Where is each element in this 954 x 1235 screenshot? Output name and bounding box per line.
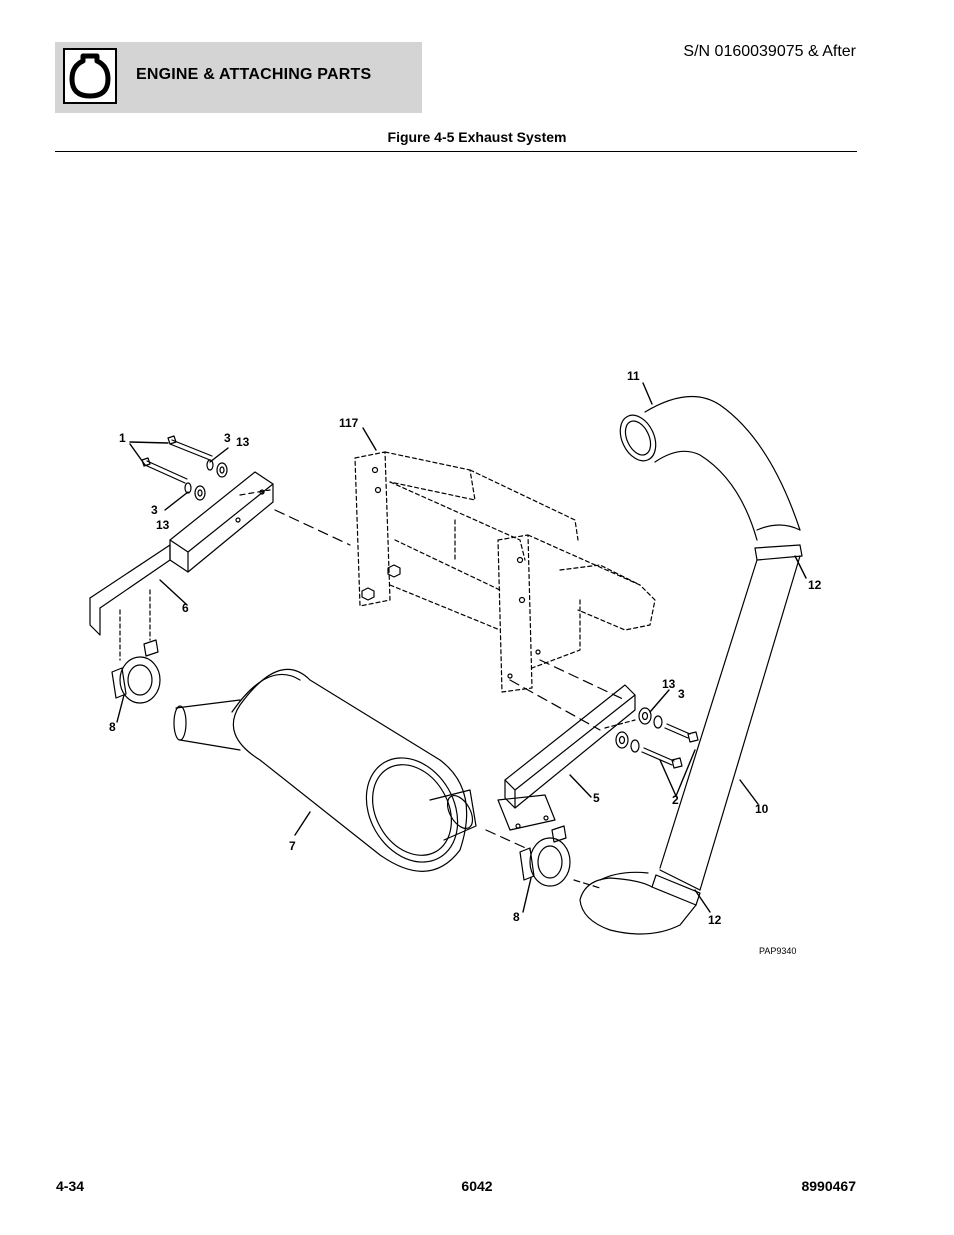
callout-13: 13 (156, 518, 170, 532)
callout-3: 3 (151, 503, 158, 517)
manual-part-number: 8990467 (801, 1178, 856, 1194)
callout-10: 10 (755, 802, 769, 816)
callout-12: 12 (708, 913, 722, 927)
right-fasteners (615, 707, 699, 769)
engine-icon (63, 48, 117, 104)
left-clamp-8 (111, 639, 161, 704)
section-header: ENGINE & ATTACHING PARTS (55, 42, 422, 113)
callout-5: 5 (593, 791, 600, 805)
callout-8: 8 (513, 910, 520, 924)
callout-6: 6 (182, 601, 189, 615)
page-number: 4-34 (56, 1178, 85, 1194)
right-hanger-5 (497, 649, 636, 831)
exhaust-pipe-10 (579, 395, 803, 935)
callout-117: 117 (339, 416, 359, 430)
header-rule (55, 151, 857, 152)
callout-labels: 1 3 13 3 13 117 11 12 6 8 13 3 2 5 10 7 … (109, 369, 822, 956)
figure-title: Figure 4-5 Exhaust System (387, 129, 567, 145)
section-title: ENGINE & ATTACHING PARTS (136, 66, 372, 83)
drawing-code: PAP9340 (759, 946, 796, 956)
serial-number: S/N 0160039075 & After (683, 43, 856, 60)
bracket-bolts (361, 466, 526, 604)
callout-8: 8 (109, 720, 116, 734)
callout-1: 1 (119, 431, 126, 445)
leader-lines (116, 382, 807, 913)
model-number: 6042 (461, 1178, 493, 1194)
muffler-7 (173, 669, 531, 872)
callout-13: 13 (236, 435, 250, 449)
callout-3: 3 (224, 431, 231, 445)
right-clamp-8 (519, 825, 601, 889)
left-hanger-6 (89, 471, 351, 661)
left-fasteners (141, 435, 228, 501)
callout-7: 7 (289, 839, 296, 853)
callout-12: 12 (808, 578, 822, 592)
callout-11: 11 (627, 369, 640, 383)
engine-bracket-117 (354, 451, 656, 693)
callout-3: 3 (678, 687, 685, 701)
callout-13: 13 (662, 677, 676, 691)
callout-2: 2 (672, 793, 679, 807)
